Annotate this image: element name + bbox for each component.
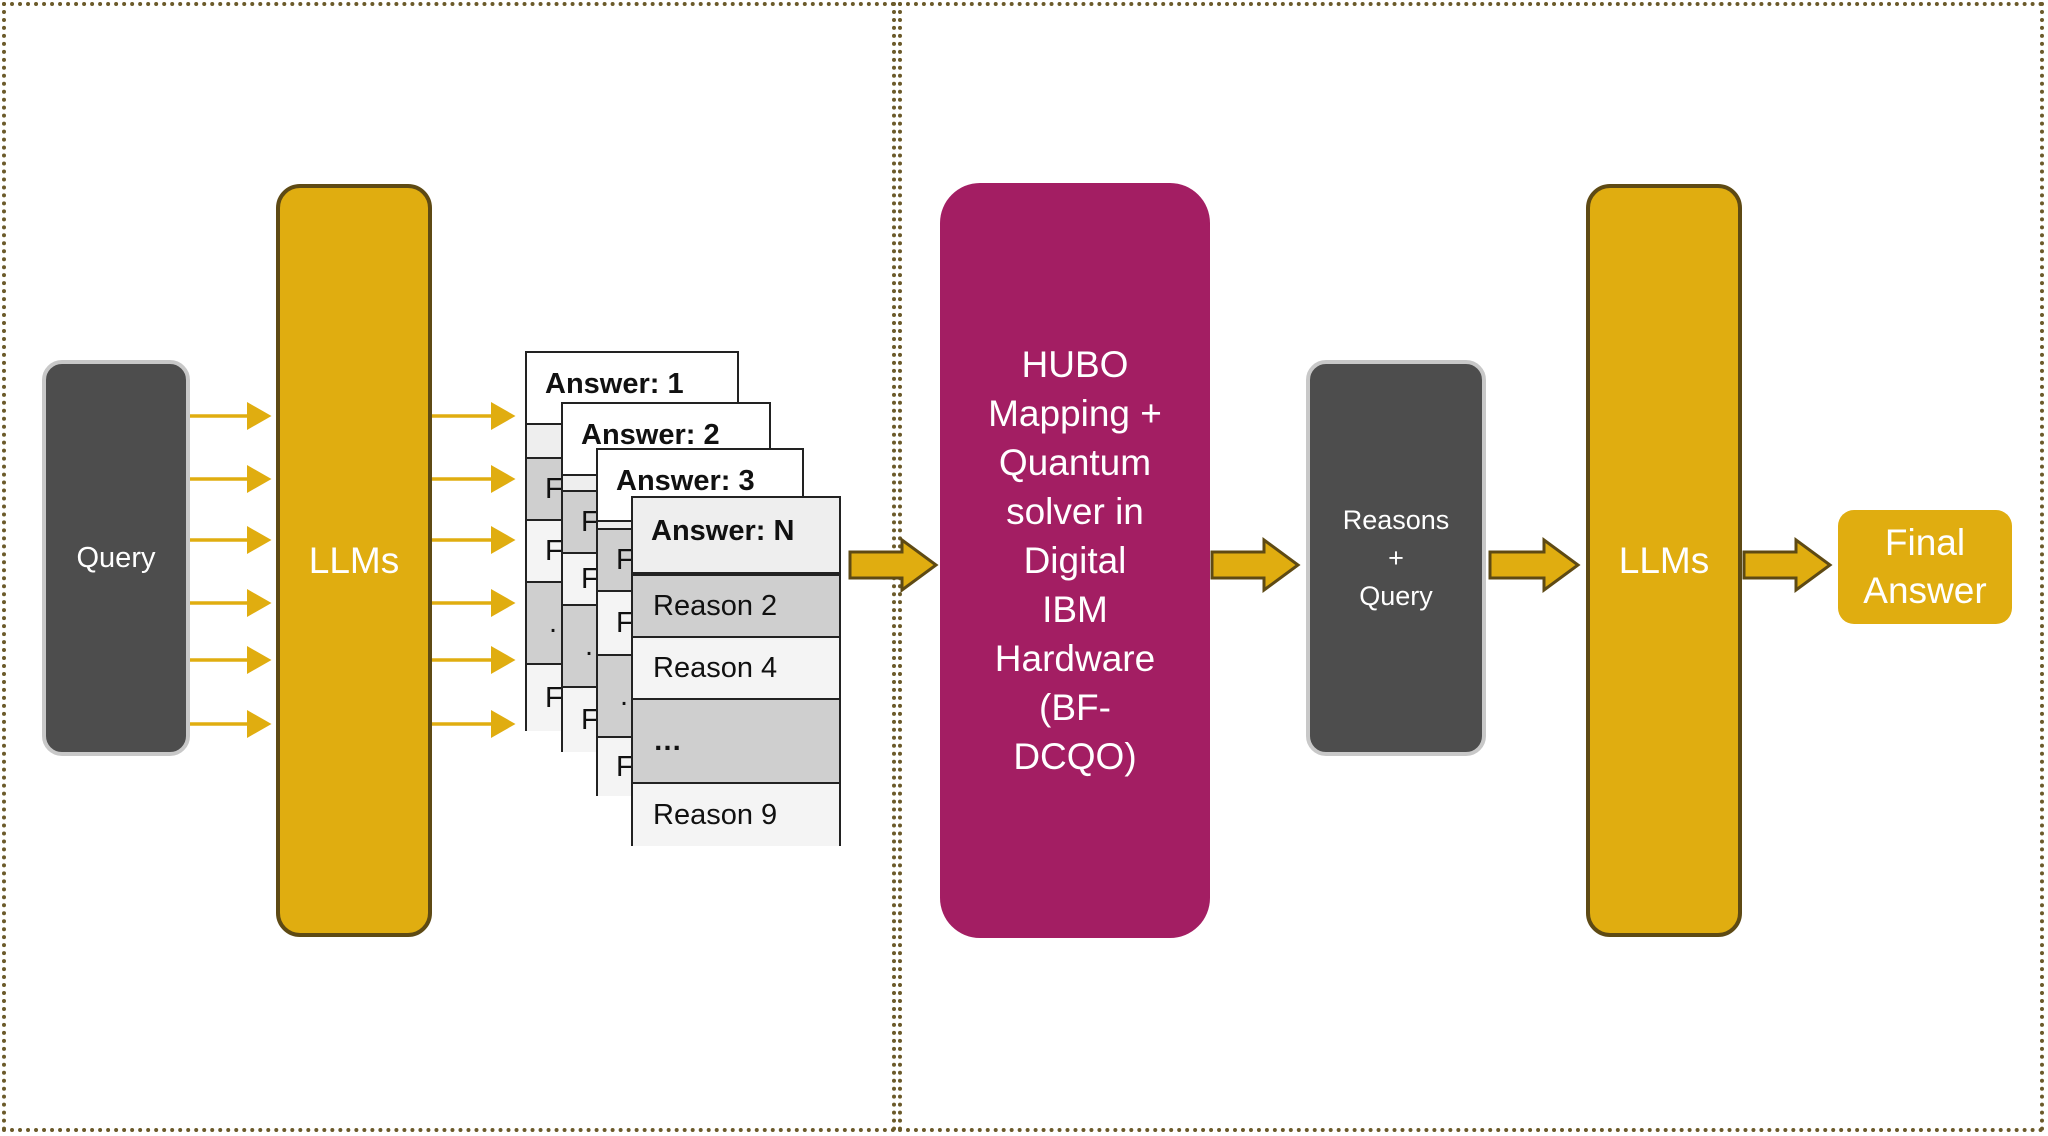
llm-to-answers-arrows	[432, 402, 516, 738]
reason-row: …	[633, 698, 839, 782]
hubo-quantum-solver-box: HUBO Mapping + Quantum solver in Digital…	[940, 183, 1210, 938]
llm-box-second: LLMs	[1586, 184, 1742, 937]
reason-row: Reason 2	[633, 574, 839, 636]
block-arrow-answers-to-hubo	[848, 537, 939, 593]
answer-card-n: Answer: N Reason 2 Reason 4 … Reason 9	[631, 496, 841, 846]
reasons-query-box: Reasons + Query	[1306, 360, 1486, 756]
hubo-text: HUBO Mapping + Quantum solver in Digital…	[988, 344, 1162, 777]
llm-box-first: LLMs	[276, 184, 432, 937]
query-to-llm-arrows	[190, 402, 272, 738]
reason-row: Reason 9	[633, 782, 839, 846]
reason-row: Reason 4	[633, 636, 839, 698]
block-arrow-llm-to-final	[1742, 537, 1833, 593]
query-label: Query	[76, 541, 156, 574]
block-arrow-hubo-to-reasons	[1210, 537, 1301, 593]
llm-label-first: LLMs	[308, 539, 400, 581]
final-answer-text: Final Answer	[1863, 522, 1987, 611]
answer-card-n-header: Answer: N	[633, 498, 839, 574]
final-answer-box: Final Answer	[1838, 510, 2012, 624]
reasons-query-text: Reasons + Query	[1342, 505, 1450, 611]
block-arrow-reasons-to-llm	[1488, 537, 1581, 593]
query-box: Query	[42, 360, 190, 756]
llm-label-second: LLMs	[1618, 539, 1710, 581]
